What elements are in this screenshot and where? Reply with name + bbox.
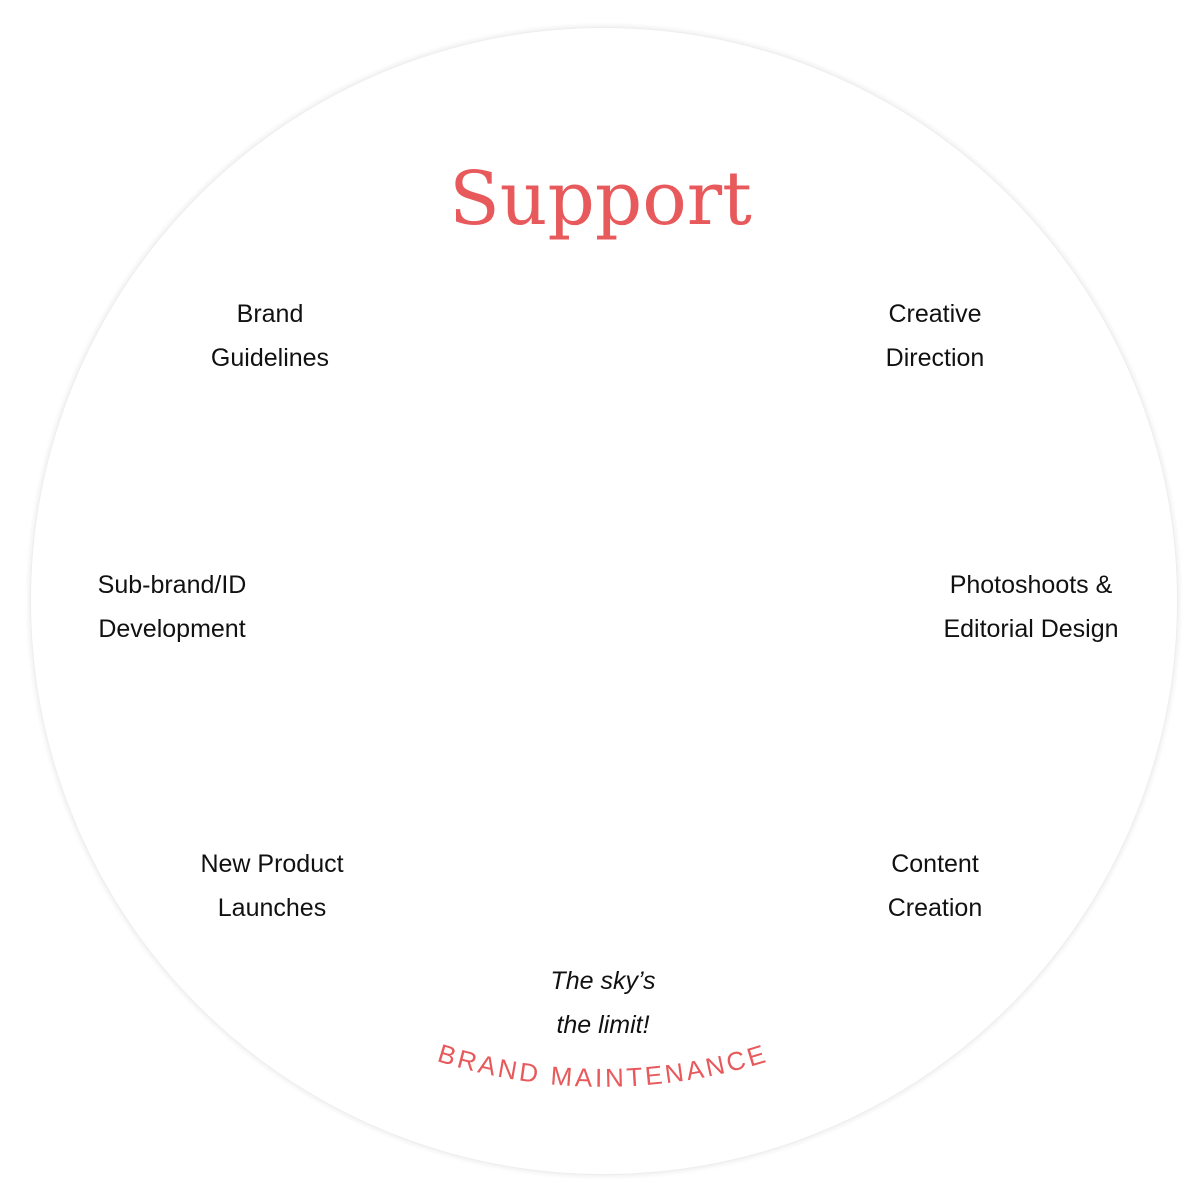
diagram-title: Support bbox=[449, 156, 752, 242]
item-line-2: Launches bbox=[217, 894, 327, 922]
item-line-1: Brand bbox=[236, 300, 304, 328]
item-line-1: New Product bbox=[200, 850, 344, 878]
item-line-1: Creative bbox=[888, 300, 982, 328]
item-line-2: Creation bbox=[887, 894, 983, 922]
item-photoshoots-editorial: Photoshoots & Editorial Design bbox=[881, 563, 1181, 651]
item-line-2: Direction bbox=[885, 344, 985, 372]
item-new-product-launches: New Product Launches bbox=[122, 842, 422, 930]
item-sub-brand-development: Sub-brand/ID Development bbox=[22, 563, 322, 651]
item-creative-direction: Creative Direction bbox=[785, 292, 1085, 380]
item-line-2: Editorial Design bbox=[943, 615, 1119, 643]
closing-line-1: The sky’s bbox=[550, 967, 656, 995]
closing-note: The sky’s the limit! bbox=[453, 959, 753, 1047]
item-line-1: Photoshoots & bbox=[949, 571, 1113, 599]
item-line-2: Development bbox=[98, 615, 246, 643]
item-line-1: Content bbox=[891, 850, 979, 878]
item-line-2: Guidelines bbox=[210, 344, 330, 372]
closing-line-2: the limit! bbox=[556, 1011, 650, 1039]
item-brand-guidelines: Brand Guidelines bbox=[120, 292, 420, 380]
outer-circle bbox=[30, 27, 1178, 1175]
item-content-creation: Content Creation bbox=[785, 842, 1085, 930]
item-line-1: Sub-brand/ID bbox=[97, 571, 247, 599]
